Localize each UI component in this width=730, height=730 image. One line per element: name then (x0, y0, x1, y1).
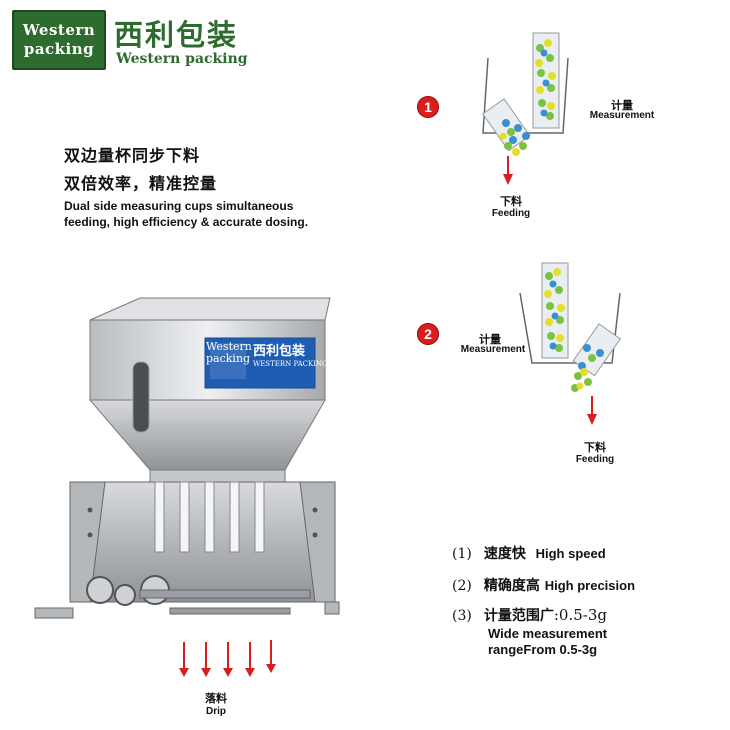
headline-en-line1: Dual side measuring cups simultaneous (64, 199, 294, 213)
step-1-badge: 1 (417, 96, 439, 118)
step-2-cups-diagram (519, 262, 622, 425)
step-1-feed-cn: 下料 (500, 195, 522, 208)
feature-1-num: (1) (452, 546, 472, 562)
headline-en-line2: feeding, high efficiency & accurate dosi… (64, 215, 309, 229)
logo-cn-name: 西利包装 (114, 18, 239, 52)
step-2-measure-en: Measurement (460, 344, 526, 355)
feature-3-cn: 计量范围广 (483, 608, 554, 624)
plate-en-brand: Western packing (206, 340, 252, 365)
feature-2-en: High precision (544, 578, 636, 593)
feature-1: (1) 速度快 High speed (452, 543, 606, 563)
logo-box-line1: Western (22, 21, 96, 39)
feature-1-cn: 速度快 (483, 546, 526, 562)
brand-logo-box: Western packing (12, 10, 106, 70)
headline-cn-line2: 双倍效率，精准控量 (64, 174, 218, 193)
packing-machine-illustration (34, 297, 340, 619)
logo-box-line2: packing (23, 40, 95, 58)
feature-2-num: (2) (452, 578, 472, 594)
plate-en-small: WESTERN PACKING (253, 360, 328, 368)
feature-3-num: (3) (452, 608, 472, 624)
feature-1-en: High speed (535, 546, 606, 561)
step-2-feed-cn: 下料 (584, 441, 606, 454)
feature-3: (3) 计量范围广:0.5-3g (452, 605, 607, 625)
plate-en-top: Western (206, 340, 252, 353)
step-1-measure-cn: 计量 (611, 99, 633, 112)
feature-3-range: :0.5-3g (553, 606, 607, 624)
headline-cn-line1: 双边量杯同步下料 (64, 146, 201, 165)
step-1-feed-en: Feeding (491, 208, 531, 219)
feature-2: (2) 精确度高 High precision (452, 575, 635, 595)
drip-cn-label: 落料 (205, 692, 227, 705)
logo-en-name: Western packing (116, 51, 248, 67)
step-2-feed-en: Feeding (575, 454, 615, 465)
drip-en-label: Drip (206, 706, 226, 717)
step-2-measure-cn: 计量 (479, 333, 501, 346)
step-1-measure-en: Measurement (589, 110, 655, 121)
feature-3-extra-line2: rangeFrom 0.5-3g (488, 642, 598, 657)
feature-3-extra-line1: Wide measurement (488, 626, 608, 641)
step-1-cups-diagram (482, 32, 569, 185)
plate-cn-brand: 西利包装 (253, 344, 306, 359)
feature-2-cn: 精确度高 (483, 578, 540, 594)
step-2-badge: 2 (417, 323, 439, 345)
plate-en-bottom: packing (206, 352, 251, 365)
